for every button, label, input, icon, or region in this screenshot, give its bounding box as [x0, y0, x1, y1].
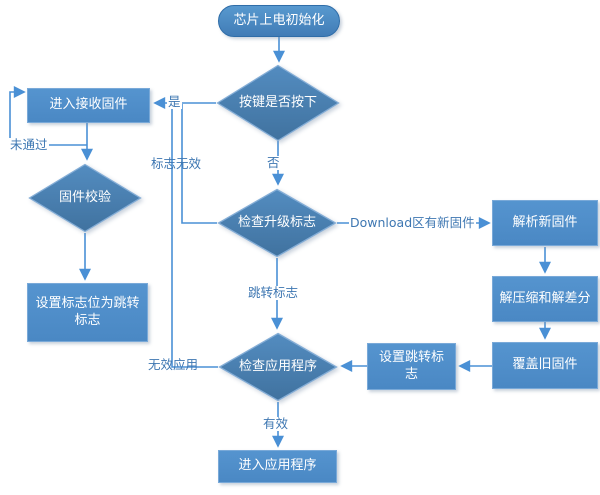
- node-set-jump-flag-label: 设置跳转标志: [378, 350, 444, 382]
- node-parse-new-fw-label: 解析新固件: [512, 214, 578, 230]
- node-set-jump-flag: 设置跳转标志: [367, 343, 456, 390]
- node-key-pressed: 按键是否按下: [216, 64, 340, 142]
- edge-label-no: 否: [266, 155, 281, 171]
- edge-label-not-passed: 未通过: [9, 137, 49, 153]
- node-set-flag-jump-label: 设置标志位为跳转标志: [35, 296, 140, 328]
- edge-invalid-app: [171, 104, 218, 368]
- node-receive-fw-label: 进入接收固件: [49, 97, 128, 113]
- node-enter-app-label: 进入应用程序: [238, 458, 317, 474]
- node-check-app: 检查应用程序: [218, 332, 338, 402]
- node-set-flag-jump: 设置标志位为跳转标志: [27, 283, 148, 342]
- edge-label-valid: 有效: [262, 416, 290, 432]
- edge-label-invalid-app: 无效应用: [148, 357, 199, 372]
- node-overwrite-old-fw-label: 覆盖旧固件: [512, 357, 578, 373]
- diamond-shape: [216, 64, 340, 142]
- node-fw-verify-label: 固件校验: [58, 189, 111, 205]
- node-parse-new-fw: 解析新固件: [492, 200, 598, 246]
- edge-label-jump-flag: 跳转标志: [247, 285, 300, 301]
- node-overwrite-old-fw: 覆盖旧固件: [492, 342, 598, 389]
- diamond-shape: [218, 332, 338, 402]
- node-key-pressed-label: 按键是否按下: [238, 94, 317, 110]
- diamond-shape: [217, 188, 337, 258]
- node-check-upgrade-flag: 检查升级标志: [217, 188, 337, 258]
- node-fw-verify: 固件校验: [28, 163, 142, 233]
- node-check-app-label: 检查应用程序: [238, 358, 317, 374]
- edge-label-download-new-fw: Download区有新固件: [349, 215, 476, 231]
- edge-label-yes: 是: [167, 94, 182, 110]
- node-decompress: 解压缩和解差分: [492, 276, 598, 322]
- edge-flag-invalid: [181, 104, 217, 224]
- node-enter-app: 进入应用程序: [218, 450, 337, 483]
- node-check-upgrade-flag-label: 检查升级标志: [237, 214, 316, 230]
- node-receive-fw: 进入接收固件: [27, 88, 150, 123]
- node-start-label: 芯片上电初始化: [233, 12, 325, 28]
- edge-label-flag-invalid: 标志无效: [151, 156, 202, 171]
- node-decompress-label: 解压缩和解差分: [499, 290, 591, 306]
- node-start: 芯片上电初始化: [218, 5, 340, 37]
- diamond-shape: [28, 163, 142, 233]
